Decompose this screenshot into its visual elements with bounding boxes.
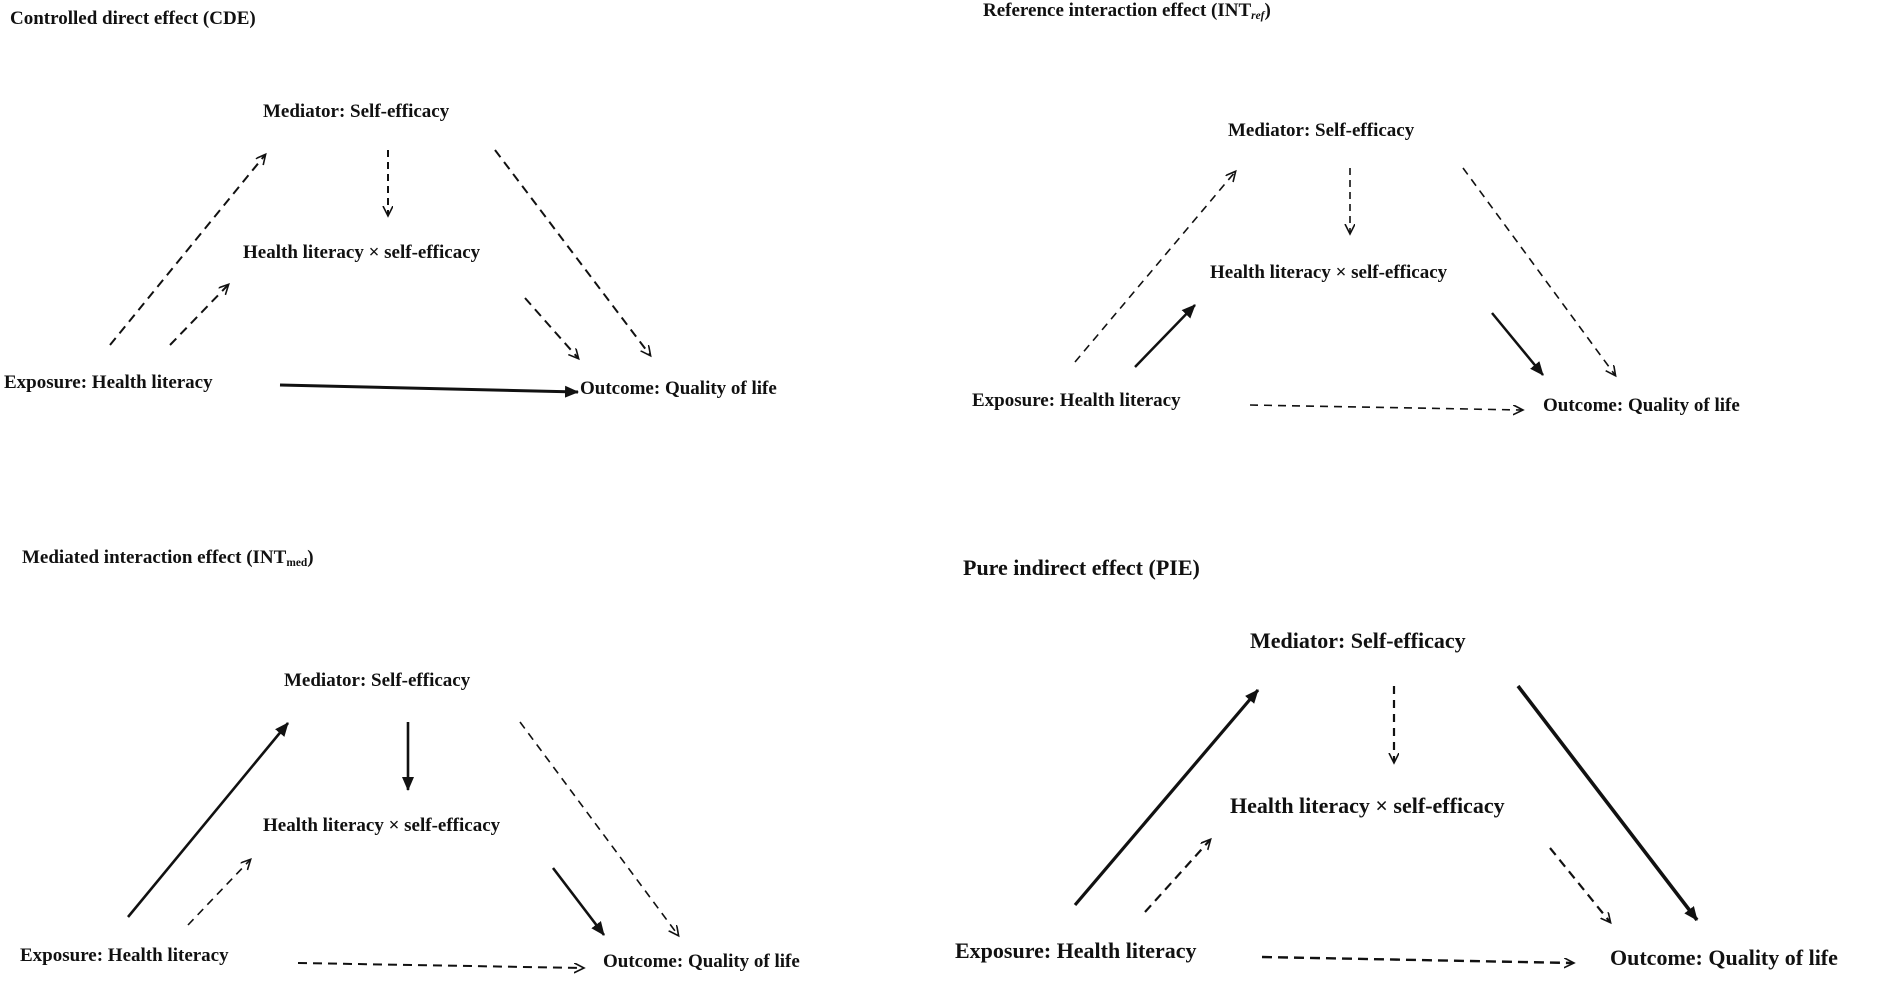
pie-arrows	[1073, 684, 1699, 963]
int-med-exposure-to-mediator-arrow	[126, 722, 290, 918]
cde-mediator-node: Mediator: Self-efficacy	[263, 101, 450, 122]
int-med-mediator-to-outcome-arrow	[519, 721, 678, 935]
cde-exposure-node: Exposure: Health literacy	[4, 372, 213, 393]
panel-title-int-ref: Reference interaction effect (INTref)	[983, 0, 1271, 22]
pie-mediator-to-outcome-arrow	[1516, 684, 1699, 922]
int-ref-outcome-node: Outcome: Quality of life	[1543, 395, 1740, 416]
panel-title-int-med: Mediated interaction effect (INTmed)	[22, 547, 314, 569]
int-med-exposure-to-interaction-arrow	[187, 860, 250, 926]
panel-title-cde: Controlled direct effect (CDE)	[10, 8, 256, 29]
cde-arrows	[109, 149, 650, 398]
cde-exposure-to-mediator-arrow	[109, 155, 265, 346]
pie-exposure-to-mediator-arrow	[1073, 688, 1260, 907]
int-med-mediator-node: Mediator: Self-efficacy	[284, 670, 471, 691]
panel-title-pie: Pure indirect effect (PIE)	[963, 555, 1200, 580]
int-ref-mediator-to-outcome-arrow	[1462, 167, 1615, 375]
pie-mediator-node: Mediator: Self-efficacy	[1250, 628, 1466, 653]
cde-exposure-to-interaction-arrow	[169, 285, 228, 346]
int-ref-arrows	[1074, 167, 1615, 410]
int-med-arrows	[126, 721, 678, 968]
int-ref-mediator-node: Mediator: Self-efficacy	[1228, 120, 1415, 141]
int-med-outcome-node: Outcome: Quality of life	[603, 951, 800, 972]
pie-outcome-node: Outcome: Quality of life	[1610, 945, 1838, 970]
int-ref-interaction-node: Health literacy × self-efficacy	[1210, 262, 1448, 283]
pie-exposure-to-outcome-arrow	[1261, 955, 1573, 963]
int-ref-exposure-to-interaction-arrow	[1134, 304, 1196, 368]
int-ref-exposure-node: Exposure: Health literacy	[972, 390, 1181, 411]
cde-interaction-to-outcome-arrow	[524, 297, 578, 358]
cde-outcome-node: Outcome: Quality of life	[580, 378, 777, 399]
pie-interaction-to-outcome-arrow	[1549, 847, 1610, 922]
pie-exposure-to-interaction-arrow	[1144, 840, 1210, 913]
int-ref-interaction-to-outcome-arrow	[1491, 312, 1544, 376]
int-med-interaction-to-outcome-arrow	[551, 867, 606, 936]
int-ref-exposure-to-outcome-arrow	[1249, 404, 1522, 410]
cde-interaction-node: Health literacy × self-efficacy	[243, 242, 481, 263]
cde-exposure-to-outcome-arrow	[279, 383, 579, 398]
cde-mediator-to-outcome-arrow	[494, 149, 650, 355]
int-med-interaction-node: Health literacy × self-efficacy	[263, 815, 501, 836]
pie-exposure-node: Exposure: Health literacy	[955, 938, 1197, 963]
int-med-exposure-node: Exposure: Health literacy	[20, 945, 229, 966]
int-med-exposure-to-outcome-arrow	[297, 962, 583, 968]
pie-interaction-node: Health literacy × self-efficacy	[1230, 793, 1505, 818]
